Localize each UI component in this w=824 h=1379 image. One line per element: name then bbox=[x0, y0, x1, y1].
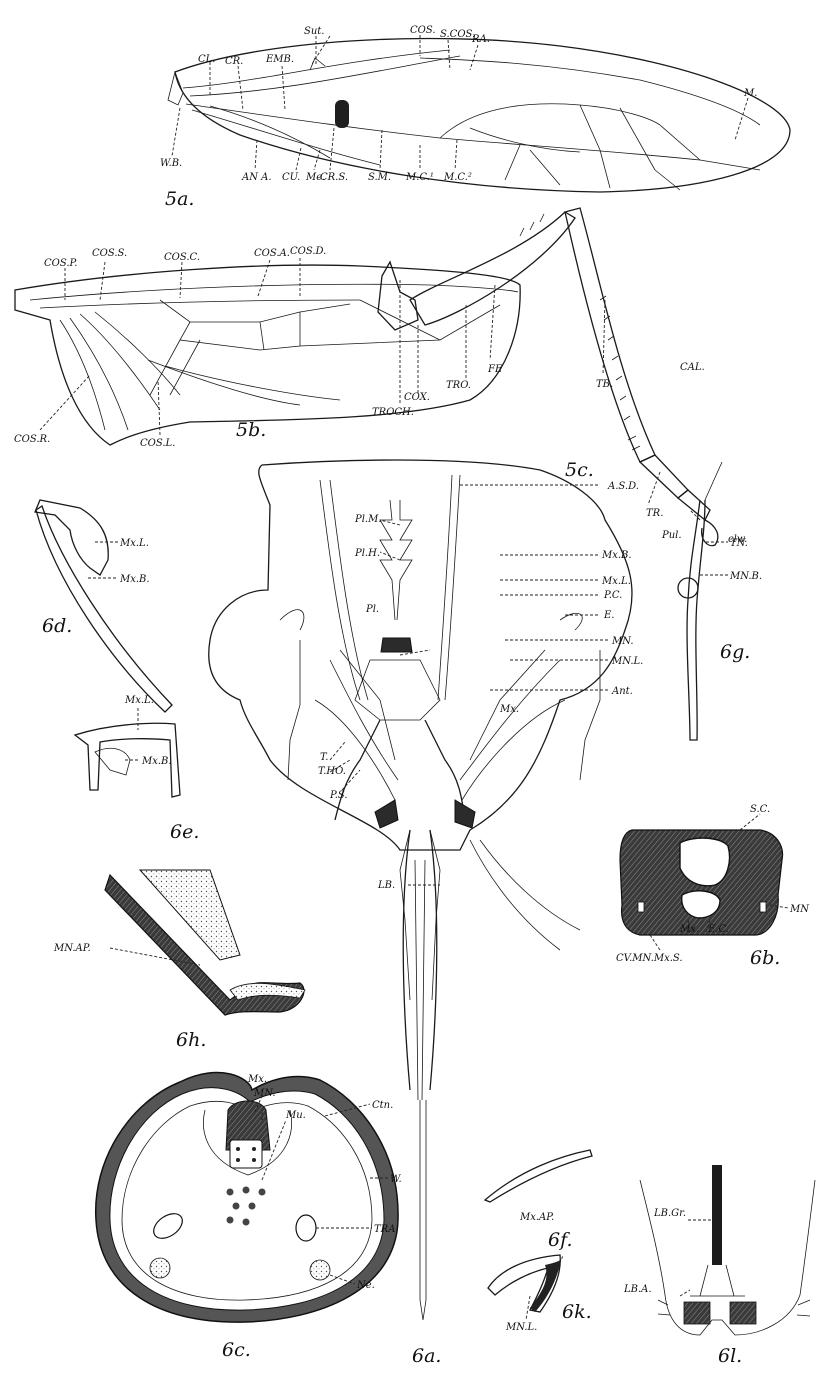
label-emb: EMB. bbox=[265, 54, 294, 65]
label-cu: CU. bbox=[282, 172, 300, 183]
label-6c-tra: TRA bbox=[374, 1224, 395, 1235]
label-6c-ctn: Ctn. bbox=[372, 1100, 393, 1111]
label-6a-e: E. bbox=[603, 610, 614, 621]
label-cl: CL. bbox=[198, 54, 215, 65]
label-6f-mxap: Mx.AP. bbox=[519, 1212, 554, 1223]
figure-number-5a: 5a. bbox=[165, 188, 194, 210]
label-tb: TB. bbox=[596, 379, 613, 390]
figure-number-6l: 6l. bbox=[718, 1345, 742, 1367]
label-6a-mxl: Mx.L. bbox=[601, 576, 631, 587]
label-sut: Sut. bbox=[304, 26, 325, 37]
label-6c-mx: Mx. bbox=[247, 1074, 267, 1085]
figure-5c-leg: TROCH. COX. TRO. FE TB. CAL. TR. Pul. cl… bbox=[372, 208, 747, 546]
label-wb: W.B. bbox=[160, 158, 182, 169]
label-cosd: COS.D. bbox=[290, 246, 326, 257]
figure-number-6b: 6b. bbox=[750, 947, 780, 969]
label-6d-mxb: Mx.B. bbox=[119, 574, 150, 585]
label-cosa: COS.A. bbox=[254, 248, 290, 259]
label-cox: COX. bbox=[404, 392, 430, 403]
figure-number-6h: 6h. bbox=[176, 1029, 206, 1051]
label-6a-t: T. bbox=[320, 752, 328, 763]
label-6c-ne: Ne. bbox=[356, 1280, 375, 1291]
figure-number-6g: 6g. bbox=[720, 641, 750, 663]
label-fe: FE bbox=[487, 364, 503, 375]
label-scos: S.COS. bbox=[440, 29, 475, 40]
label-6e-mxb: Mx.B. bbox=[141, 756, 172, 767]
label-cosc: COS.C. bbox=[164, 252, 200, 263]
label-mc1: M.C.¹ bbox=[405, 172, 434, 183]
figure-6f-maxilla-apex: Mx.AP. 6f. bbox=[485, 1150, 592, 1251]
label-6a-pc: P.C. bbox=[603, 590, 622, 601]
figure-6c-transverse-section: Mx. MN. Mu. Ctn. W. TRA Ne. 6c. bbox=[96, 1073, 402, 1361]
figure-6e-maxilla: Mx.L. Mx.B. 6e. bbox=[75, 695, 199, 843]
figure-6k-mandible-lobe: MN.L. 6k. bbox=[488, 1255, 592, 1333]
label-cosl: COS.L. bbox=[140, 438, 175, 449]
label-mc2: M.C.² bbox=[443, 172, 472, 183]
figure-number-6a: 6a. bbox=[412, 1345, 441, 1367]
label-coss: COS.S. bbox=[92, 248, 127, 259]
label-6a-ps: P.S. bbox=[329, 790, 348, 801]
label-troch: TROCH. bbox=[372, 407, 414, 418]
label-sm: S.M. bbox=[368, 172, 391, 183]
label-6a-asd: A.S.D. bbox=[607, 481, 639, 492]
figure-number-6c: 6c. bbox=[222, 1339, 251, 1361]
label-6a-ant: Ant. bbox=[611, 686, 633, 697]
label-6a-lb: LB. bbox=[377, 880, 395, 891]
figure-5b-hindwing: COS.P. COS.S. COS.C. COS.A. COS.D. COS.R… bbox=[14, 246, 520, 449]
figure-5a-forewing: CL. CR. EMB. Sut. COS. S.COS. RA. M. W.B… bbox=[160, 25, 790, 210]
label-tr: TR. bbox=[646, 508, 663, 519]
label-ana: AN A. bbox=[241, 172, 272, 183]
label-cosr: COS.R. bbox=[14, 434, 50, 445]
figure-6l-labium-tip: LB.Gr. LB.A. 6l. bbox=[623, 1165, 815, 1367]
label-crs: CR.S. bbox=[320, 172, 348, 183]
label-6b-cv: CV.MN.Mx.S. bbox=[616, 953, 683, 964]
label-6a-plh: Pl.H. bbox=[354, 548, 380, 559]
figure-number-5c: 5c. bbox=[565, 459, 594, 481]
label-6d-mxl: Mx.L. bbox=[119, 538, 149, 549]
label-6b-ec: E.C. bbox=[707, 924, 729, 935]
label-6k-mnl: MN.L. bbox=[505, 1322, 537, 1333]
label-6a-mnl: MN.L. bbox=[611, 656, 643, 667]
label-cal: CAL. bbox=[680, 362, 705, 373]
figure-6b-cross-section: S.C. MN E.C. Mx. CV.MN.Mx.S. 6b. bbox=[616, 804, 810, 969]
label-6c-w: W. bbox=[390, 1174, 402, 1185]
figure-6h-mandible-apex: MN.AP. 6h. bbox=[53, 870, 305, 1051]
label-6e-mxl: Mx.L. bbox=[124, 695, 154, 706]
figure-number-6d: 6d. bbox=[42, 615, 72, 637]
label-6c-mn: MN. bbox=[253, 1088, 276, 1099]
label-cr: CR. bbox=[225, 56, 243, 67]
figure-number-5b: 5b. bbox=[236, 419, 266, 441]
label-m: M. bbox=[743, 88, 757, 99]
label-6l-lba: LB.A. bbox=[623, 1284, 652, 1295]
label-6a-plm: Pl.M. bbox=[354, 514, 382, 525]
figure-number-6e: 6e. bbox=[170, 821, 199, 843]
label-6l-lbgr: LB.Gr. bbox=[653, 1208, 686, 1219]
label-6a-mxb: Mx.B. bbox=[601, 550, 632, 561]
label-6b-mx: Mx. bbox=[679, 924, 699, 935]
figure-6g-mandible: TN. MN.B. 6g. bbox=[678, 462, 762, 740]
label-6g-mnb: MN.B. bbox=[729, 571, 762, 582]
label-6a-mn: MN. bbox=[611, 636, 634, 647]
label-6a-pl: Pl. bbox=[365, 604, 379, 615]
label-ra: RA. bbox=[471, 34, 490, 45]
label-6h-mnap: MN.AP. bbox=[53, 943, 91, 954]
label-tro: TRO. bbox=[446, 380, 471, 391]
label-6b-mn: MN bbox=[789, 904, 810, 915]
figure-number-6f: 6f. bbox=[548, 1229, 572, 1251]
label-6c-mu: Mu. bbox=[285, 1110, 306, 1121]
label-6g-tn: TN. bbox=[730, 538, 748, 549]
figure-number-6k: 6k. bbox=[562, 1301, 592, 1323]
label-cosp: COS.P. bbox=[44, 258, 77, 269]
label-6a-tho: T.HO. bbox=[318, 766, 346, 777]
label-6b-sc: S.C. bbox=[750, 804, 770, 815]
label-6a-mx: Mx. bbox=[499, 704, 519, 715]
label-cos: COS. bbox=[410, 25, 436, 36]
label-pul: Pul. bbox=[661, 530, 682, 541]
figure-6d-maxilla: Mx.L. Mx.B. 6d. bbox=[35, 500, 172, 712]
